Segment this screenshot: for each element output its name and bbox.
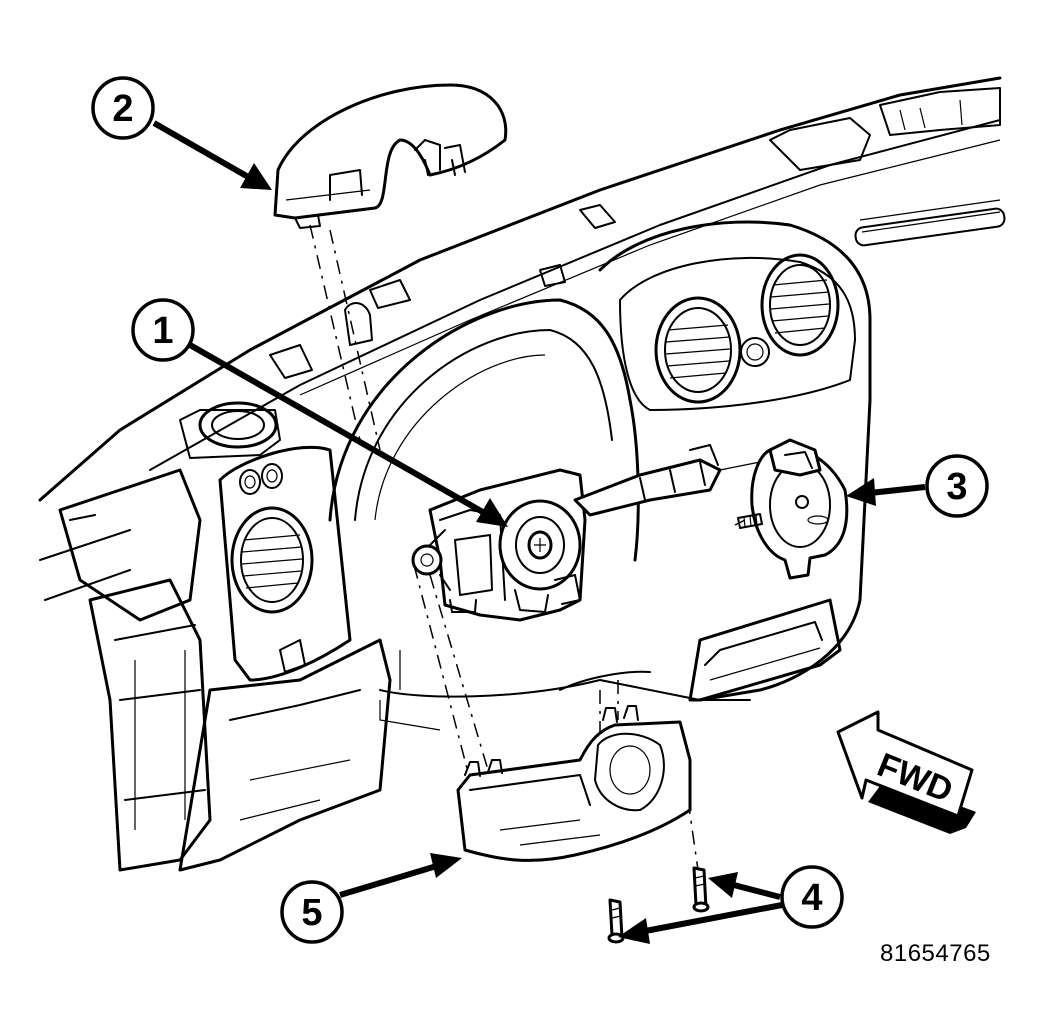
callout-4-label: 4 [801, 877, 822, 919]
lower-shroud-screws [607, 866, 710, 944]
callout-2-label: 2 [112, 88, 133, 130]
figure-number: 81654765 [880, 940, 991, 967]
callout-4: 4 [780, 865, 844, 929]
callout-3: 3 [925, 454, 989, 518]
callout-5: 5 [280, 880, 344, 944]
callout-2: 2 [91, 76, 155, 140]
callout-1-label: 1 [152, 310, 173, 352]
upper-column-shroud [273, 83, 508, 229]
multifunction-switch-assembly [411, 444, 761, 622]
callout-5-label: 5 [301, 892, 322, 934]
callout-1: 1 [131, 298, 195, 362]
lower-column-shroud [456, 705, 692, 862]
callout-3-label: 3 [946, 466, 967, 508]
forward-direction-arrow: FWD [836, 710, 976, 834]
clockspring [737, 438, 849, 580]
instrument-panel [38, 76, 1006, 872]
leader-arrows [152, 120, 926, 944]
